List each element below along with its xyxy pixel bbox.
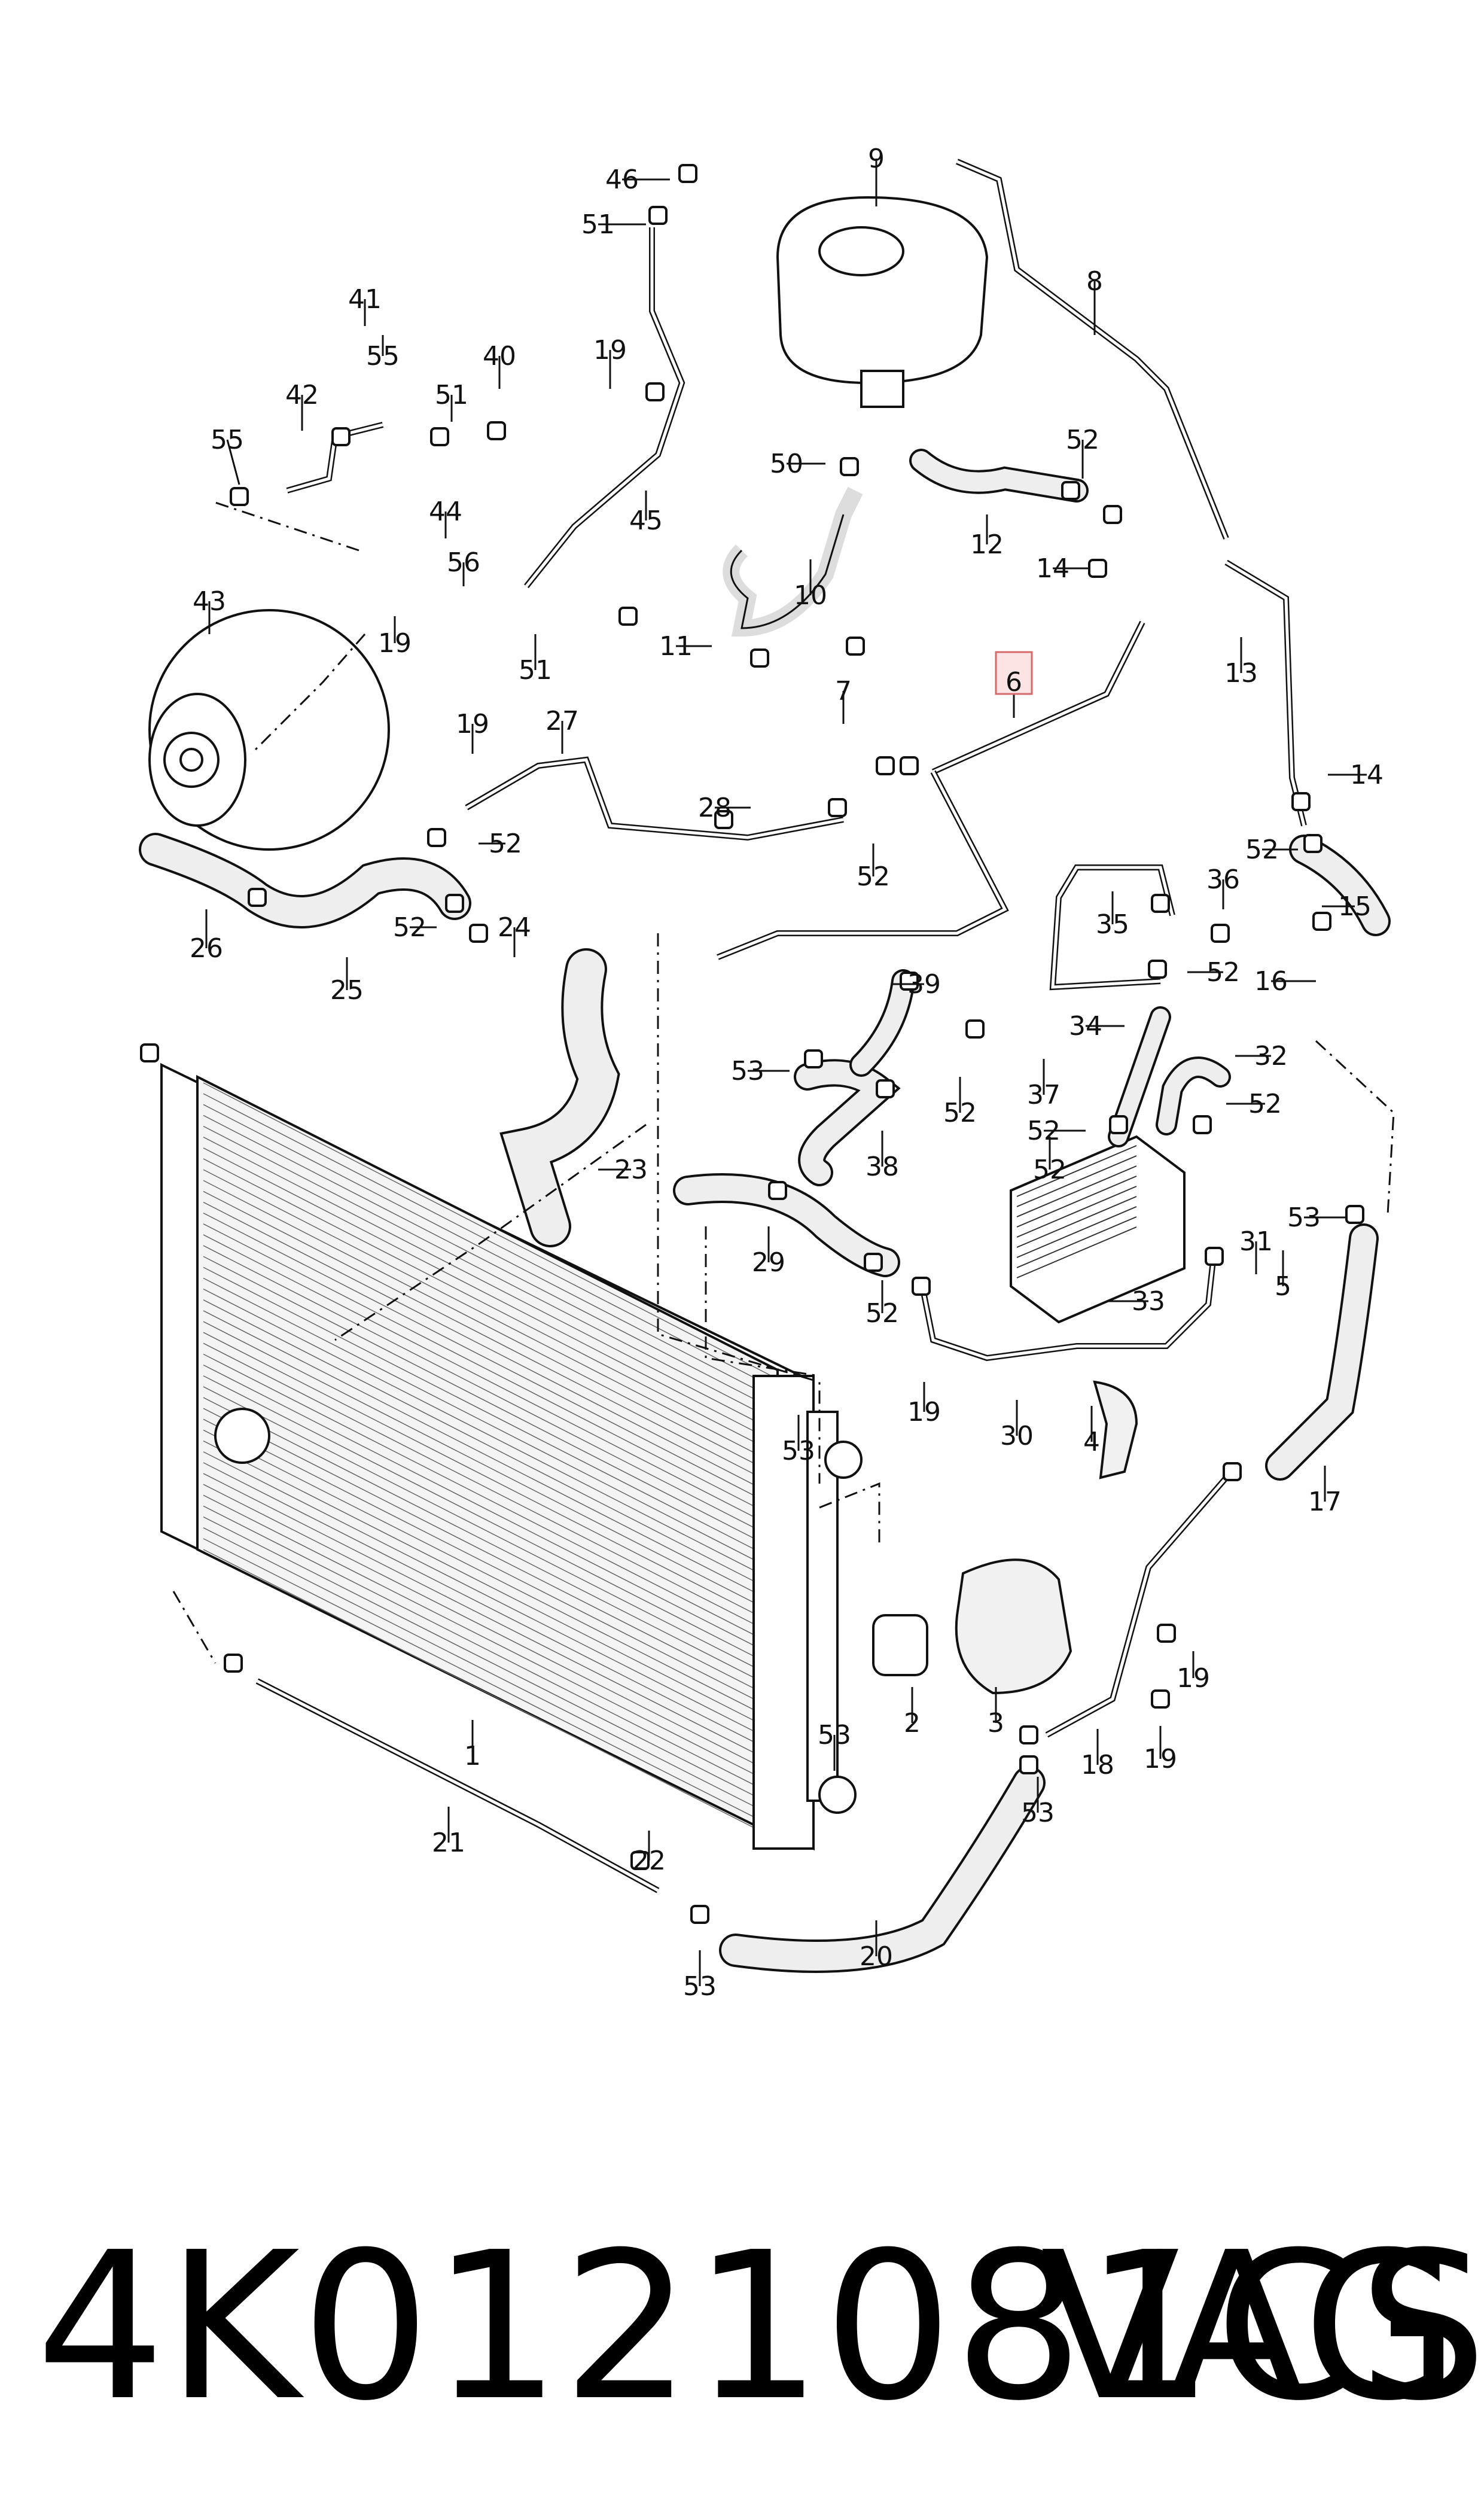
callout-label: 30: [1000, 1421, 1034, 1451]
brand-text: VAG: [1041, 2209, 1460, 2446]
callout-label: 52: [1206, 957, 1240, 988]
callout-label: 41: [348, 284, 382, 315]
callout-label: 51: [519, 655, 552, 686]
callout-label: 35: [1096, 909, 1129, 940]
callout-label: 19: [456, 709, 489, 739]
callout-label: 15: [1338, 891, 1372, 922]
callout-label: 7: [835, 676, 852, 707]
callout-label: 16: [1254, 966, 1288, 997]
callout-label: 13: [1224, 658, 1258, 689]
callout-label: 28: [698, 793, 732, 823]
callout-label: 37: [1027, 1080, 1061, 1110]
callout-label: 19: [593, 335, 627, 366]
callout-label: 24: [498, 912, 531, 943]
callout-label: 52: [1033, 1155, 1066, 1185]
callout-label: 19: [907, 1397, 941, 1427]
callout-label: 53: [818, 1720, 851, 1750]
callout-label: 52: [1027, 1116, 1061, 1146]
callout-label: 9: [868, 144, 885, 174]
callout-label: 39: [907, 969, 941, 1000]
callout-label: 20: [860, 1941, 893, 1972]
callout-label: 46: [605, 165, 639, 195]
callout-label: 38: [866, 1152, 899, 1182]
callout-label: 55: [211, 425, 244, 455]
callout-label: 14: [1036, 553, 1069, 584]
callout-label: 18: [1081, 1750, 1114, 1780]
callout-label: 27: [546, 706, 579, 736]
callout-label: 1: [464, 1741, 481, 1771]
thermostat-housing: [872, 1380, 1138, 1695]
callout-label: 8: [1086, 266, 1103, 297]
callout-label: 22: [632, 1846, 666, 1876]
callout-label: 51: [581, 209, 615, 240]
radiator: [160, 1062, 863, 1851]
callout-label: 2: [904, 1708, 921, 1738]
callout-label: 56: [447, 547, 480, 578]
callout-label: 19: [1177, 1663, 1210, 1694]
callout-label: 23: [614, 1155, 648, 1185]
fittings: [140, 164, 1364, 1924]
callout-label: 51: [435, 380, 468, 410]
callout-label: 53: [782, 1436, 815, 1466]
callout-label: 36: [1206, 864, 1240, 895]
callout-label: 53: [1021, 1798, 1055, 1828]
callout-label: 4: [1083, 1427, 1100, 1457]
callout-label: 52: [866, 1298, 899, 1329]
callout-label: 5: [1275, 1271, 1291, 1302]
callout-label: 25: [330, 975, 364, 1006]
leader-lines: [205, 159, 1367, 1986]
expansion-tank: [776, 196, 989, 408]
diagram-drawing: 4695184155401942515550521245445614104319…: [139, 144, 1395, 2002]
oil-cooler: [1010, 1135, 1186, 1324]
callout-label: 29: [752, 1247, 785, 1278]
callout-label: 53: [731, 1056, 764, 1086]
callout-label: 31: [1239, 1226, 1273, 1257]
highlight-box: [995, 651, 1033, 695]
callout-label: 45: [629, 506, 663, 536]
callout-label: 19: [378, 628, 412, 659]
callout-label: 26: [190, 933, 223, 964]
callout-label: 43: [193, 586, 226, 617]
callout-label: 52: [1248, 1089, 1282, 1119]
callout-label: 52: [943, 1098, 977, 1128]
callout-label: 52: [489, 829, 522, 859]
callout-label: 12: [970, 529, 1004, 560]
callout-label: 34: [1069, 1011, 1102, 1042]
part-number-text: 4K0121081CS: [36, 2209, 1484, 2446]
callout-label: 14: [1350, 760, 1384, 790]
callout-label: 52: [857, 861, 890, 892]
callout-label: 50: [770, 449, 803, 479]
callout-label: 11: [659, 631, 693, 662]
callout-label: 52: [393, 912, 426, 943]
callout-label: 19: [1144, 1744, 1177, 1774]
callout-label: 53: [683, 1971, 717, 2002]
callout-label: 21: [432, 1828, 465, 1858]
parts-diagram: 4695184155401942515550521245445614104319…: [139, 144, 1395, 2002]
coolant-pipes: [255, 159, 1307, 1893]
callout-label: 40: [483, 341, 516, 372]
callout-label: 32: [1254, 1041, 1288, 1071]
callout-label: 17: [1308, 1487, 1342, 1517]
callout-label: 53: [1287, 1202, 1321, 1233]
alternator: [148, 609, 390, 851]
callout-label: 52: [1066, 425, 1099, 455]
callout-label: 52: [1245, 835, 1279, 865]
callout-label: 3: [988, 1708, 1004, 1738]
callout-label: 10: [794, 580, 827, 611]
callout-label: 44: [429, 497, 462, 527]
callout-label: 33: [1132, 1286, 1165, 1317]
callout-label: 55: [366, 341, 400, 372]
construction-lines: [172, 501, 1395, 1664]
callout-label: 42: [285, 380, 319, 410]
callout-label: 6: [1005, 667, 1022, 698]
